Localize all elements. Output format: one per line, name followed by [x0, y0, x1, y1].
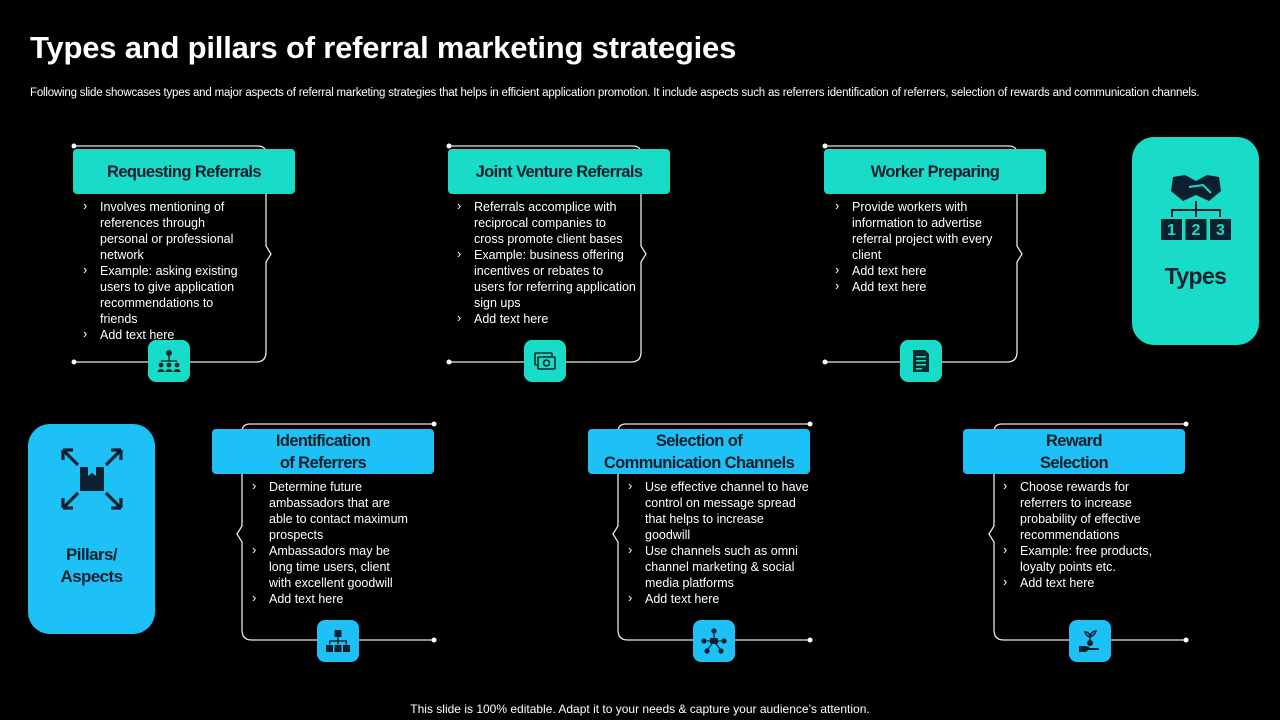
pillars-panel-label-line: Pillars/	[66, 545, 118, 564]
pillars-panel-label-line: Aspects	[60, 567, 124, 586]
org-chart-icon	[317, 620, 359, 662]
list-item: Example: asking existing users to give a…	[80, 262, 252, 327]
type-number: 2	[1191, 222, 1200, 239]
type-heading-requesting-referrals: Requesting Referrals	[73, 149, 295, 194]
people-network-icon	[693, 620, 735, 662]
list-item: Add text here	[625, 590, 809, 607]
list-item: Add text here	[80, 326, 252, 343]
pillar-heading-communication: Selection of Communication Channels	[588, 429, 810, 474]
pillar-heading-line: Communication Channels	[603, 453, 795, 472]
money-cards-icon	[524, 340, 566, 382]
pillar-bullets-reward: Choose rewards for referrers to increase…	[1000, 478, 1170, 591]
footer-note: This slide is 100% editable. Adapt it to…	[410, 702, 870, 716]
type-bullets-worker-preparing: Provide workers with information to adve…	[832, 198, 994, 295]
pillar-heading-line: Selection of	[655, 431, 743, 450]
focus-box-icon	[60, 448, 123, 510]
bracket-outline	[822, 143, 1023, 365]
type-heading-joint-venture: Joint Venture Referrals	[448, 149, 670, 194]
bracket-outline	[446, 143, 647, 365]
pillars-panel: Pillars/ Aspects	[28, 424, 155, 634]
list-item: Choose rewards for referrers to increase…	[1000, 478, 1170, 543]
list-item: Add text here	[832, 278, 994, 295]
pillar-heading-line: Reward	[1045, 431, 1103, 450]
type-heading-worker-preparing: Worker Preparing	[824, 149, 1046, 194]
document-list-icon	[900, 340, 942, 382]
bracket-outline	[612, 421, 813, 643]
list-item: Provide workers with information to adve…	[832, 198, 994, 263]
list-item: Add text here	[832, 262, 994, 279]
list-item: Example: business offering incentives or…	[454, 246, 636, 311]
pillar-heading-identification: Identification of Referrers	[212, 429, 434, 474]
list-item: Add text here	[1000, 574, 1170, 591]
types-panel-label: Types	[1164, 263, 1227, 289]
list-item: Use channels such as omni channel market…	[625, 542, 809, 591]
pillar-bullets-communication: Use effective channel to have control on…	[625, 478, 809, 607]
types-panel: 1 2 3 Types	[1132, 137, 1259, 345]
list-item: Use effective channel to have control on…	[625, 478, 809, 543]
list-item: Add text here	[249, 590, 413, 607]
type-bullets-joint-venture: Referrals accomplice with reciprocal com…	[454, 198, 636, 327]
pillar-heading-line: of Referrers	[279, 453, 367, 472]
page-title: Types and pillars of referral marketing …	[30, 30, 737, 65]
list-item: Example: free products, loyalty points e…	[1000, 542, 1170, 575]
type-bullets-requesting-referrals: Involves mentioning of references throug…	[80, 198, 252, 343]
list-item: Add text here	[454, 310, 636, 327]
pillar-heading-line: Selection	[1040, 453, 1109, 472]
type-number: 3	[1216, 222, 1225, 239]
hand-plant-coin-icon	[1069, 620, 1111, 662]
handshake-hierarchy-icon: 1 2 3	[1160, 175, 1231, 240]
page-subtitle: Following slide showcases types and majo…	[30, 87, 1200, 99]
bracket-outline	[71, 143, 272, 365]
pillar-bullets-identification: Determine future ambassadors that are ab…	[249, 478, 413, 607]
list-item: Determine future ambassadors that are ab…	[249, 478, 413, 543]
list-item: Ambassadors may be long time users, clie…	[249, 542, 413, 591]
type-number: 1	[1167, 222, 1176, 239]
pillars-panel-label: Pillars/ Aspects	[60, 544, 124, 588]
list-item: Referrals accomplice with reciprocal com…	[454, 198, 636, 247]
pillar-heading-reward: Reward Selection	[963, 429, 1185, 474]
network-people-icon	[148, 340, 190, 382]
bracket-outline	[236, 421, 437, 643]
bracket-outline	[988, 421, 1189, 643]
pillar-heading-line: Identification	[275, 431, 371, 450]
list-item: Involves mentioning of references throug…	[80, 198, 252, 263]
